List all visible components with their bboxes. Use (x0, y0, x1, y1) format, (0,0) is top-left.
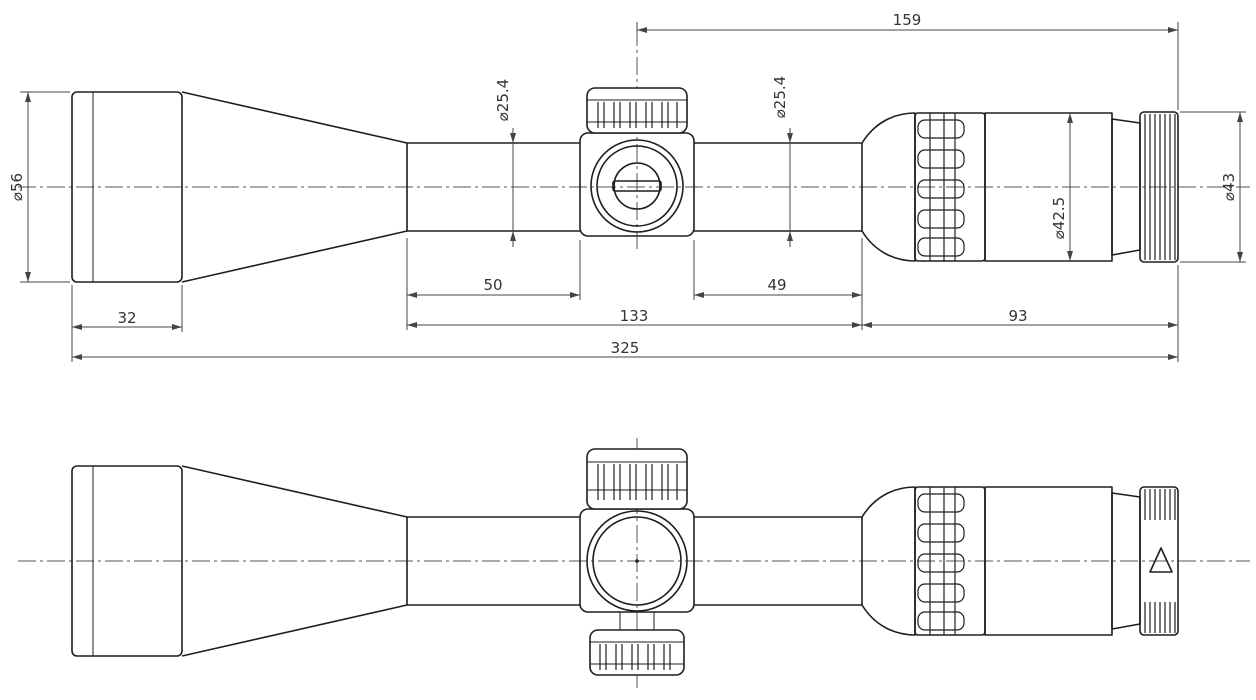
eyepiece (861, 111, 1179, 263)
triangle-marker-icon (1149, 547, 1173, 573)
dim-133: 133 (407, 307, 862, 328)
objective-bell (71, 91, 408, 283)
dim-325-label: 325 (611, 339, 640, 357)
dim-50-label: 50 (483, 276, 502, 294)
dim-tube-diameter-right: ⌀25.4 (771, 76, 793, 247)
dim-tube-diameter-right-label: ⌀25.4 (771, 76, 789, 118)
dim-ocular-diameter-label: ⌀43 (1220, 173, 1238, 201)
dim-93: 93 (862, 307, 1178, 328)
main-tube-lower (407, 516, 862, 606)
dim-325: 325 (72, 339, 1178, 360)
dim-tube-diameter-left: ⌀25.4 (494, 79, 516, 247)
windage-turret-knob-lower (589, 612, 685, 676)
objective-bell-lower (71, 465, 408, 657)
dim-tube-diameter-left-label: ⌀25.4 (494, 79, 512, 121)
dim-objective-diameter-label: ⌀56 (8, 173, 26, 201)
scope-top-view (18, 438, 1250, 690)
main-tube (407, 142, 862, 232)
dim-eyepiece-diameter-label: ⌀42.5 (1050, 197, 1068, 239)
elevation-turret-knob (586, 87, 688, 134)
dim-93-label: 93 (1008, 307, 1027, 325)
dim-32-label: 32 (117, 309, 136, 327)
scope-side-view: 159 ⌀56 ⌀25.4 ⌀25.4 (8, 11, 1250, 362)
dim-objective-diameter: ⌀56 (8, 91, 70, 283)
dim-159-label: 159 (893, 11, 922, 29)
dim-32: 32 (72, 309, 182, 330)
dim-50: 50 (407, 276, 580, 298)
turret-saddle-lower (579, 508, 695, 613)
elevation-turret-knob-lower (586, 448, 688, 510)
extension-lines (71, 238, 1179, 362)
dim-eyepiece-diameter: ⌀42.5 (1050, 113, 1073, 261)
dim-133-label: 133 (620, 307, 649, 325)
eyepiece-lower (861, 486, 1179, 636)
dim-159: 159 (636, 11, 1179, 110)
dim-49-label: 49 (767, 276, 786, 294)
dim-ocular-diameter: ⌀43 (1180, 111, 1246, 263)
dim-49: 49 (694, 276, 862, 298)
